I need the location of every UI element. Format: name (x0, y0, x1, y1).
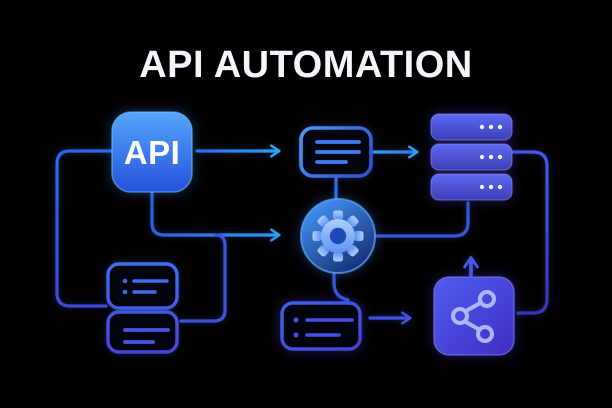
gear-hub-hole (329, 227, 347, 245)
server-row (430, 173, 513, 201)
server-node (430, 113, 513, 201)
api-to-gear-arrow (150, 191, 281, 242)
message-card (280, 301, 362, 351)
server-led-dots (479, 124, 503, 190)
gear-node (300, 198, 376, 274)
server-row (430, 143, 513, 171)
text-lines-icon (123, 328, 170, 344)
list-to-gear-branch-line (179, 233, 227, 323)
api-box (111, 111, 193, 193)
server-row (430, 113, 513, 141)
gear-to-server-line (374, 201, 470, 238)
gear-icon (312, 210, 364, 262)
connector-lines (55, 144, 549, 325)
bullet-list-icon (122, 278, 169, 295)
bullet-list-card (106, 262, 179, 310)
share-box (433, 276, 515, 356)
document-node (299, 126, 373, 178)
server-stack-icon (430, 113, 513, 201)
api-label: API (124, 134, 181, 171)
bullet-list-icon (293, 317, 354, 338)
document-lines-icon (315, 140, 361, 164)
api-to-list-line (55, 149, 114, 308)
page-title: API AUTOMATION (139, 44, 473, 86)
gear-to-message-line (332, 271, 350, 302)
text-lines-card (106, 310, 179, 354)
list-cards-node (106, 262, 179, 354)
api-node: API (111, 111, 193, 193)
share-network-icon (451, 290, 496, 343)
message-node (280, 301, 362, 351)
share-node (433, 276, 515, 356)
server-to-share-line (511, 150, 549, 315)
